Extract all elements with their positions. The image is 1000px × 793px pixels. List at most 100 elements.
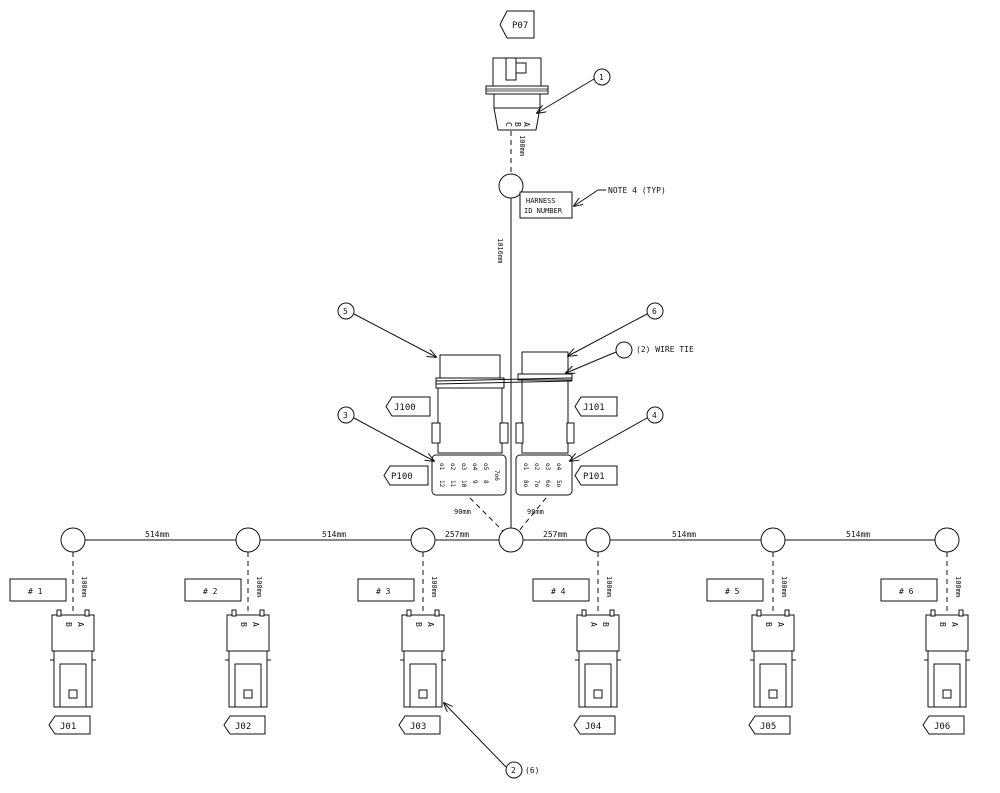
svg-text:o1: o1 <box>438 463 445 471</box>
svg-text:6: 6 <box>652 307 657 316</box>
svg-text:J05: J05 <box>760 722 776 732</box>
svg-text:3: 3 <box>343 411 348 420</box>
svg-text:8: 8 <box>482 480 489 484</box>
splice-6 <box>934 527 960 553</box>
j100-side-latch-l <box>431 422 441 444</box>
pin-a: A <box>522 122 531 127</box>
p100-lead <box>469 497 505 533</box>
svg-text:6o: 6o <box>544 480 551 488</box>
svg-text:J06: J06 <box>934 722 950 732</box>
p07-body <box>493 93 541 109</box>
splice-center <box>498 527 524 553</box>
svg-text:B: B <box>938 622 947 627</box>
svg-text:J03: J03 <box>410 722 426 732</box>
dim-p07-lead: 100mm <box>518 135 526 156</box>
svg-text:J101: J101 <box>583 403 605 413</box>
svg-text:# 5: # 5 <box>725 587 740 596</box>
p07-label: P07 <box>512 21 528 31</box>
svg-text:o1: o1 <box>522 463 529 471</box>
svg-text:A: A <box>950 622 959 627</box>
wire-tie <box>435 377 573 385</box>
j100-body <box>437 387 503 454</box>
callout-3: 3 <box>337 406 434 461</box>
dim-seg5: 514mm <box>672 530 696 539</box>
svg-text:# 3: # 3 <box>376 587 391 596</box>
p101-connector[interactable]: o1 o2 o3 o4 8o 7o 6o 5o P101 <box>515 454 618 496</box>
drop-1[interactable]: 100mm # 1 B A J01 <box>9 552 96 735</box>
svg-text:# 4: # 4 <box>551 587 566 596</box>
j03-connector: B A <box>400 609 446 708</box>
dim-p101-lead: 90mm <box>527 508 544 516</box>
tag-4 <box>532 578 590 602</box>
dim-drop4: 100mm <box>605 576 613 597</box>
svg-text:B: B <box>64 622 73 627</box>
svg-text:J100: J100 <box>394 403 416 413</box>
p100-tag-flag <box>383 465 429 486</box>
svg-text:7o6: 7o6 <box>493 470 500 481</box>
p101-lead <box>517 497 547 533</box>
svg-text:NOTE 4 (TYP): NOTE 4 (TYP) <box>608 186 666 195</box>
svg-text:7o: 7o <box>533 480 540 488</box>
svg-text:o2: o2 <box>449 463 456 471</box>
dim-seg2: 514mm <box>322 530 346 539</box>
j01-connector: B A <box>50 609 96 708</box>
dim-seg3: 257mm <box>445 530 469 539</box>
svg-text:ID NUMBER: ID NUMBER <box>524 207 563 215</box>
svg-text:8o: 8o <box>522 480 529 488</box>
drop-2[interactable]: 100mm # 2 B A J02 <box>184 552 271 735</box>
svg-text:11: 11 <box>449 480 456 488</box>
callout-5: 5 <box>337 302 436 357</box>
tag-5 <box>706 578 764 602</box>
tag-1 <box>9 578 67 602</box>
j02-tag-flag <box>223 715 266 735</box>
j101-connector[interactable]: J101 <box>515 351 618 454</box>
svg-text:2: 2 <box>511 766 516 775</box>
splice-1 <box>60 527 86 553</box>
svg-text:HARNESS: HARNESS <box>526 197 556 205</box>
svg-text:P100: P100 <box>391 472 413 482</box>
j05-connector: B A <box>750 609 796 708</box>
j01-tag-flag <box>48 715 91 735</box>
svg-text:A: A <box>589 622 598 627</box>
svg-text:J02: J02 <box>235 722 251 732</box>
j05-tag-flag <box>748 715 791 735</box>
svg-text:A: A <box>76 622 85 627</box>
p07-nose <box>493 107 541 131</box>
splice-5 <box>760 527 786 553</box>
p07-tag-flag <box>499 10 535 39</box>
drop-6[interactable]: 100mm # 6 B A J06 <box>880 552 970 735</box>
svg-text:A: A <box>776 622 785 627</box>
j04-connector: A B <box>575 609 621 708</box>
drop-4[interactable]: 100mm # 4 A B J04 <box>532 552 621 735</box>
svg-text:# 2: # 2 <box>203 587 218 596</box>
p07-connector[interactable]: P07 C B A <box>485 10 549 131</box>
bus-splices <box>60 527 960 553</box>
drop-5[interactable]: 100mm # 5 B A J05 <box>706 552 796 735</box>
svg-text:o4: o4 <box>471 463 478 471</box>
p100-connector[interactable]: o1 o2 o3 o4 o5 12 11 10 9 8 7o6 P100 <box>383 454 507 496</box>
svg-text:o3: o3 <box>544 463 551 471</box>
svg-text:5o: 5o <box>555 480 562 488</box>
svg-text:9: 9 <box>471 480 478 484</box>
dim-drop5: 100mm <box>780 576 788 597</box>
svg-text:A: A <box>251 622 260 627</box>
svg-text:# 6: # 6 <box>899 587 914 596</box>
dim-seg1: 514mm <box>145 530 169 539</box>
svg-text:o2: o2 <box>533 463 540 471</box>
drop-3[interactable]: 100mm # 3 B A J03 <box>357 552 446 735</box>
dim-p100-lead: 90mm <box>454 508 471 516</box>
svg-text:B: B <box>601 622 610 627</box>
note-4-callout: NOTE 4 (TYP) <box>574 186 666 206</box>
dim-drop6: 100mm <box>954 576 962 597</box>
splice-top <box>498 173 524 199</box>
j100-connector[interactable]: J100 <box>385 354 509 454</box>
svg-text:o4: o4 <box>555 463 562 471</box>
dim-seg6: 514mm <box>846 530 870 539</box>
splice-4 <box>585 527 611 553</box>
p07-latch <box>505 57 517 81</box>
p07-latch-window <box>515 62 527 74</box>
dim-drop2: 100mm <box>255 576 263 597</box>
svg-text:12: 12 <box>438 480 445 488</box>
svg-text:A: A <box>426 622 435 627</box>
